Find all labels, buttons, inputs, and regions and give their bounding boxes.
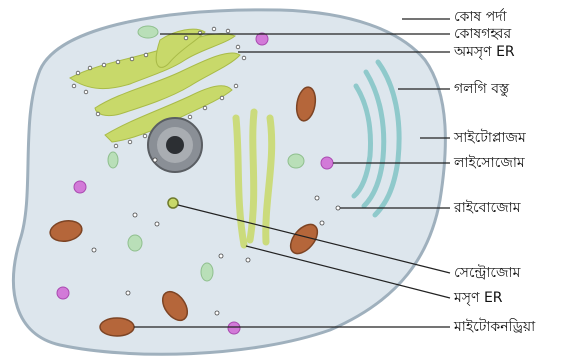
label-cell-organelle: কোষগহ্বর xyxy=(454,26,511,42)
nucleus-shape xyxy=(148,118,202,172)
label-lysosome: লাইসোজোম xyxy=(454,155,525,171)
centrosome-shape xyxy=(168,198,178,208)
label-ribosome: রাইবোজোম xyxy=(454,200,521,216)
label-smooth-er: মসৃণ ER xyxy=(454,290,503,306)
label-cytoplasm: সাইটোপ্লাজম xyxy=(454,130,526,146)
label-mitochondria: মাইটোকনড্রিয়া xyxy=(454,319,535,335)
label-golgi-body: গলগি বস্তু xyxy=(454,81,509,97)
label-cell-membrane: কোষ পর্দা xyxy=(454,9,507,25)
label-centrosome: সেন্ট্রোজোম xyxy=(454,265,520,281)
label-rough-er: অমসৃণ ER xyxy=(454,44,515,60)
